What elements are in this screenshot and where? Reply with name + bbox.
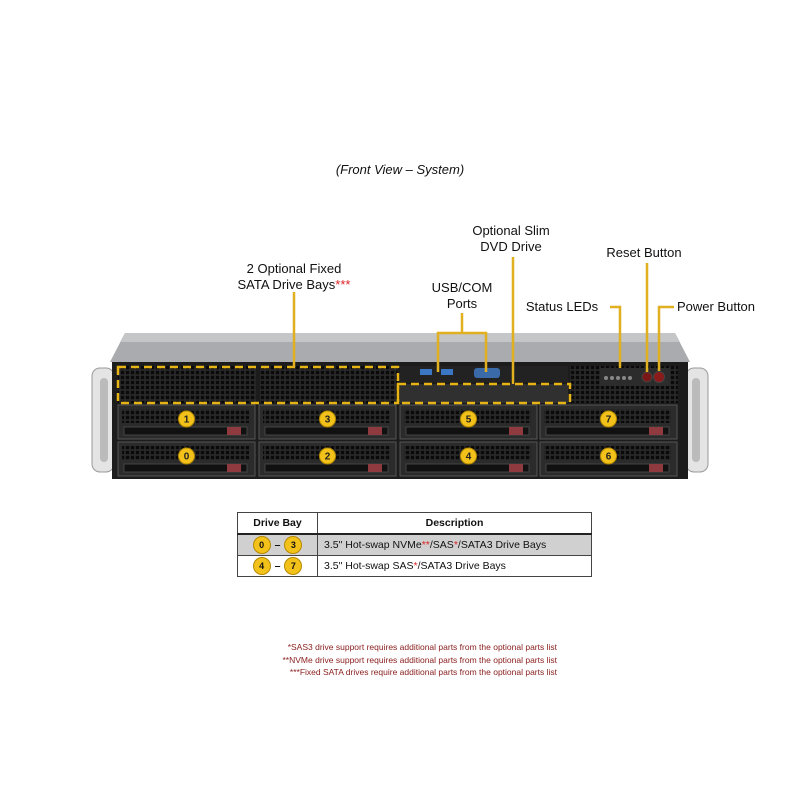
desc-text: 3.5" Hot-swap NVMe [324,539,422,551]
bay-number-badge [460,447,477,465]
footnote-mark: *** [335,277,351,292]
callout-line2: SATA Drive Bays*** [238,277,351,293]
desc-text: 3.5" Hot-swap SAS [324,560,414,572]
drive-bay[interactable]: 2 [258,441,397,477]
callout-line2: DVD Drive [480,239,542,254]
bay-number-badge [319,447,336,465]
desc-text: /SATA3 Drive Bays [417,560,506,572]
power-button-icon [653,371,665,383]
range-dash: – [274,559,281,572]
range-dash: – [274,538,281,551]
bay-number: 7 [606,415,612,426]
callout-text: SATA Drive Bays [237,277,336,292]
drive-bay[interactable]: 4 [399,441,538,477]
fixed-bays-callout: 2 Optional Fixed SATA Drive Bays*** [238,261,351,293]
drive-release-latch [649,464,663,472]
bay-number: 3 [325,415,331,426]
bay-number: 4 [466,452,472,463]
footnotes: *SAS3 drive support requires additional … [283,641,558,679]
desc-text: /SATA3 Drive Bays [457,539,547,551]
header-drive-bay: Drive Bay [237,512,318,535]
bay-number: 5 [466,415,472,426]
footnote: ***Fixed SATA drives require additional … [289,667,557,677]
reset-callout: Reset Button [606,245,682,260]
drive-release-latch [227,464,241,472]
usb-com-callout: USB/COM Ports [432,280,493,312]
bay-range: 0–3 [237,533,318,556]
control-panel [600,368,670,386]
dvd-callout: Optional Slim DVD Drive [472,223,549,255]
bay-number: 1 [184,415,190,426]
status-led-icons [604,376,632,380]
drive-bay[interactable]: 6 [539,441,678,477]
drive-bay-table: Drive Bay Description 0–3 3.5" Hot-swap … [237,512,592,577]
bay-number-badge [600,410,617,428]
footnote-mark: * [453,539,458,551]
drive-bay[interactable]: 1 [117,404,256,440]
callout-line2: Ports [446,296,478,311]
fixed-bays-highlight [116,365,400,405]
table-row: 4–7 3.5" Hot-swap SAS*/SATA3 Drive Bays [237,555,592,577]
bay-number: 0 [184,452,190,463]
callout-line1: 2 Optional Fixed [246,261,342,276]
bay-number-badge [460,410,477,428]
bay-badge: 4 [252,557,271,575]
header-description: Description [317,512,592,535]
drive-bay[interactable]: 7 [539,404,678,440]
com-port [474,368,500,378]
footnote-mark: ** [421,539,430,551]
drive-bay[interactable]: 5 [399,404,538,440]
drive-release-latch [368,427,382,435]
footnote: **NVMe drive support requires additional… [282,654,558,665]
footnote-mark: * [413,560,418,572]
dvd-highlight [396,382,572,405]
bay-badge: 7 [284,557,303,575]
drive-release-latch [368,464,382,472]
status-leds-callout: Status LEDs [525,299,599,314]
drive-release-latch [649,427,663,435]
bay-badge: 3 [284,536,303,554]
reset-button-icon [641,371,653,383]
table-header: Drive Bay Description [237,512,592,535]
bay-number-badge [319,410,336,428]
bay-range: 4–7 [237,555,318,577]
footnote: *SAS3 drive support requires additional … [287,642,557,652]
usb-port [441,369,453,375]
desc-text: /SAS [429,539,454,551]
drive-release-latch [509,464,523,472]
bay-number-badge [600,447,617,465]
bay-number-badge [178,410,195,428]
drive-release-latch [509,427,523,435]
usb-port [420,369,432,375]
diagram-title: (Front View – System) [335,162,465,177]
bay-number: 6 [606,452,612,463]
table-row: 0–3 3.5" Hot-swap NVMe**/SAS*/SATA3 Driv… [237,533,592,556]
bay-number: 2 [325,452,331,463]
callout-line1: Optional Slim [472,223,550,238]
drive-bay[interactable]: 3 [258,404,397,440]
bay-description: 3.5" Hot-swap NVMe**/SAS*/SATA3 Drive Ba… [317,533,592,556]
bay-description: 3.5" Hot-swap SAS*/SATA3 Drive Bays [317,555,592,577]
drive-bay[interactable]: 0 [117,441,256,477]
drive-release-latch [227,427,241,435]
power-callout: Power Button [676,299,756,314]
bay-badge: 0 [252,536,271,554]
callout-line1: USB/COM [431,280,493,295]
bay-number-badge [178,447,195,465]
